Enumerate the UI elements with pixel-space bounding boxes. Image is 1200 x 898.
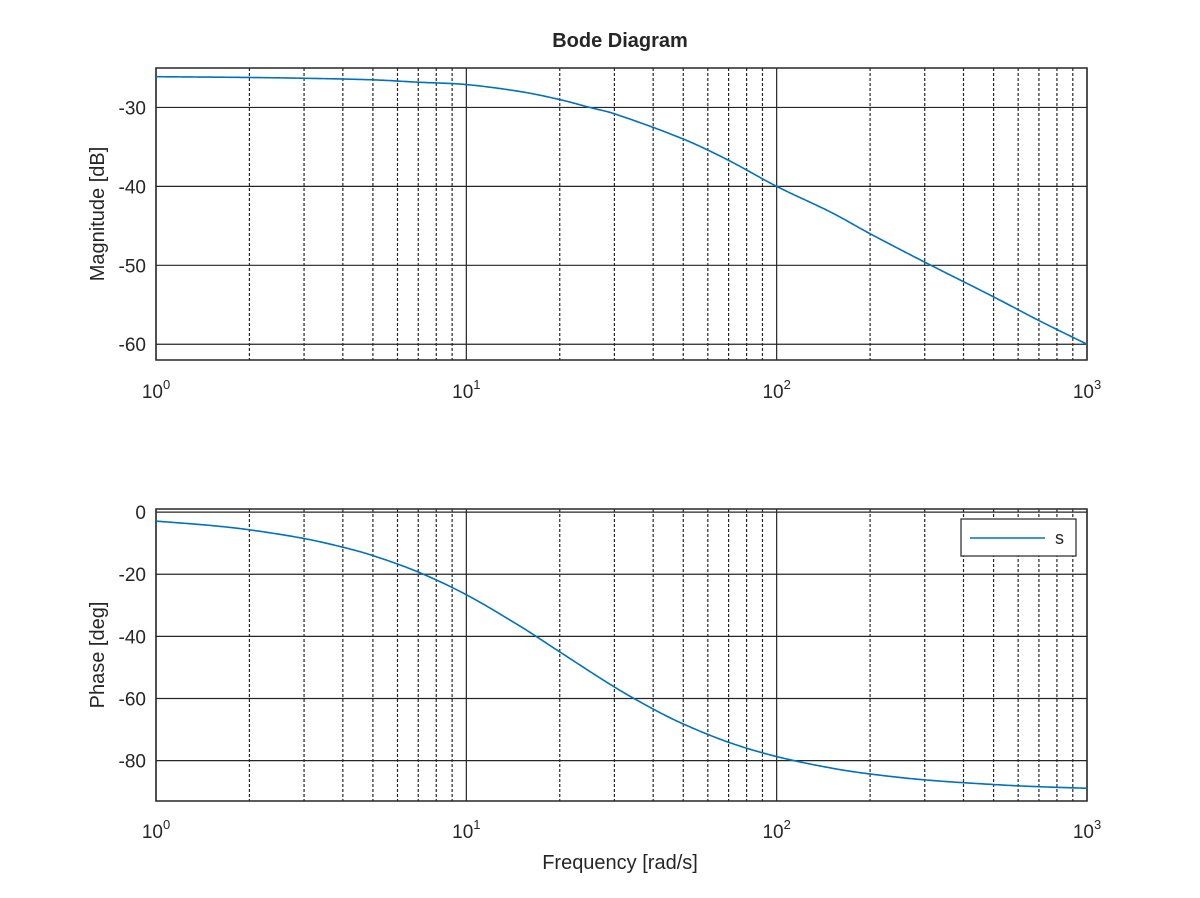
x-tick-label: 100 xyxy=(142,817,170,843)
y-tick-label: -80 xyxy=(119,752,146,773)
x-tick-exponent: 0 xyxy=(163,817,170,832)
y-axis-label: Magnitude [dB] xyxy=(87,147,109,282)
x-tick-exponent: 2 xyxy=(784,817,791,832)
y-tick-label: -60 xyxy=(119,689,146,710)
x-axis-label: Frequency [rad/s] xyxy=(542,852,698,874)
series-line xyxy=(155,520,1088,790)
axes-box xyxy=(155,508,1088,802)
y-tick-label: -60 xyxy=(119,335,146,356)
x-tick-base: 10 xyxy=(762,822,783,843)
y-tick-label: -30 xyxy=(119,98,146,119)
x-tick-label: 102 xyxy=(762,377,790,403)
x-tick-base: 10 xyxy=(452,822,473,843)
x-tick-base: 10 xyxy=(1073,822,1094,843)
x-tick-exponent: 2 xyxy=(784,377,791,392)
axes-box xyxy=(155,67,1088,361)
y-tick-label: -40 xyxy=(119,177,146,198)
x-tick-base: 10 xyxy=(762,382,783,403)
x-tick-base: 10 xyxy=(142,822,163,843)
x-tick-exponent: 1 xyxy=(473,817,480,832)
series-line xyxy=(155,75,1088,345)
x-tick-exponent: 1 xyxy=(473,377,480,392)
legend: s xyxy=(960,518,1077,557)
x-tick-exponent: 0 xyxy=(163,377,170,392)
y-tick-label: -40 xyxy=(119,627,146,648)
y-tick-label: 0 xyxy=(135,503,146,524)
x-tick-base: 10 xyxy=(1073,382,1094,403)
x-tick-label: 100 xyxy=(142,377,170,403)
x-tick-label: 103 xyxy=(1073,377,1101,403)
x-tick-label: 101 xyxy=(452,377,480,403)
x-tick-base: 10 xyxy=(142,382,163,403)
chart-title: Bode Diagram xyxy=(552,30,688,52)
x-tick-label: 101 xyxy=(452,817,480,843)
x-tick-exponent: 3 xyxy=(1094,377,1101,392)
y-axis-label: Phase [deg] xyxy=(87,602,109,709)
x-tick-exponent: 3 xyxy=(1094,817,1101,832)
legend-label: s xyxy=(1055,528,1064,548)
y-tick-label: -20 xyxy=(119,565,146,586)
x-tick-base: 10 xyxy=(452,382,473,403)
y-tick-label: -50 xyxy=(119,256,146,277)
x-tick-label: 103 xyxy=(1073,817,1101,843)
x-tick-label: 102 xyxy=(762,817,790,843)
